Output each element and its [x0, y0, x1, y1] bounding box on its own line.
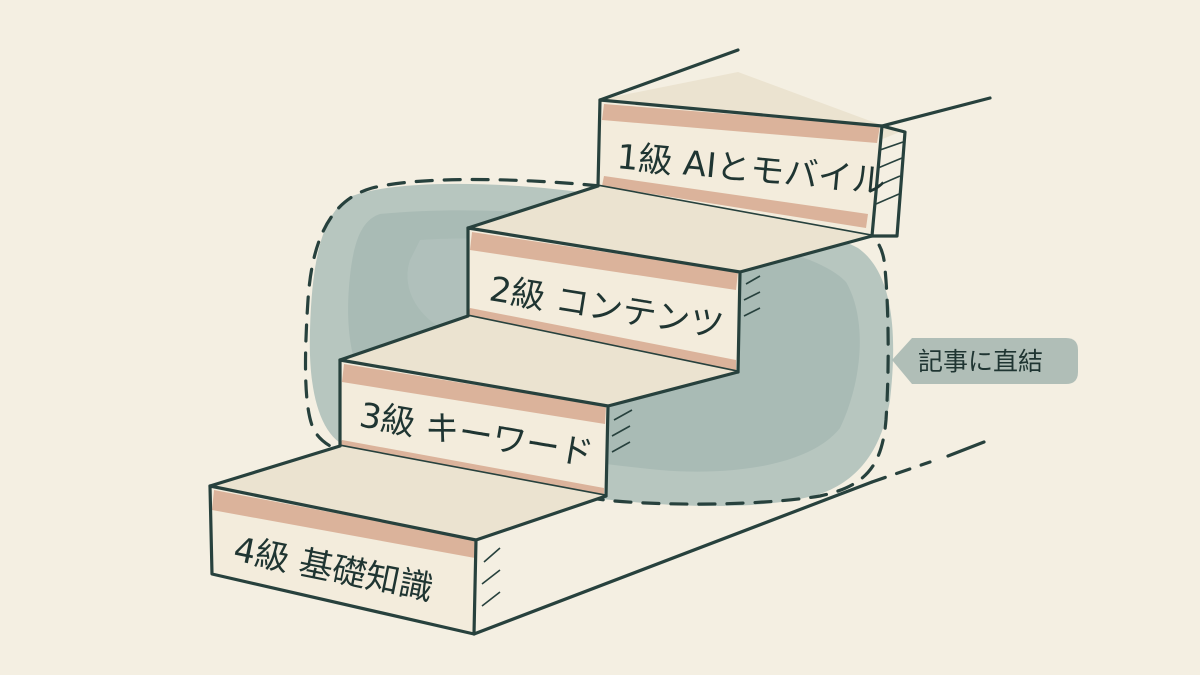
callout-label: 記事に直結: [918, 347, 1043, 376]
step-1: [596, 48, 992, 238]
step-2: [466, 184, 874, 374]
step-4: [208, 440, 986, 636]
callout-tag: 記事に直結: [892, 338, 1078, 384]
